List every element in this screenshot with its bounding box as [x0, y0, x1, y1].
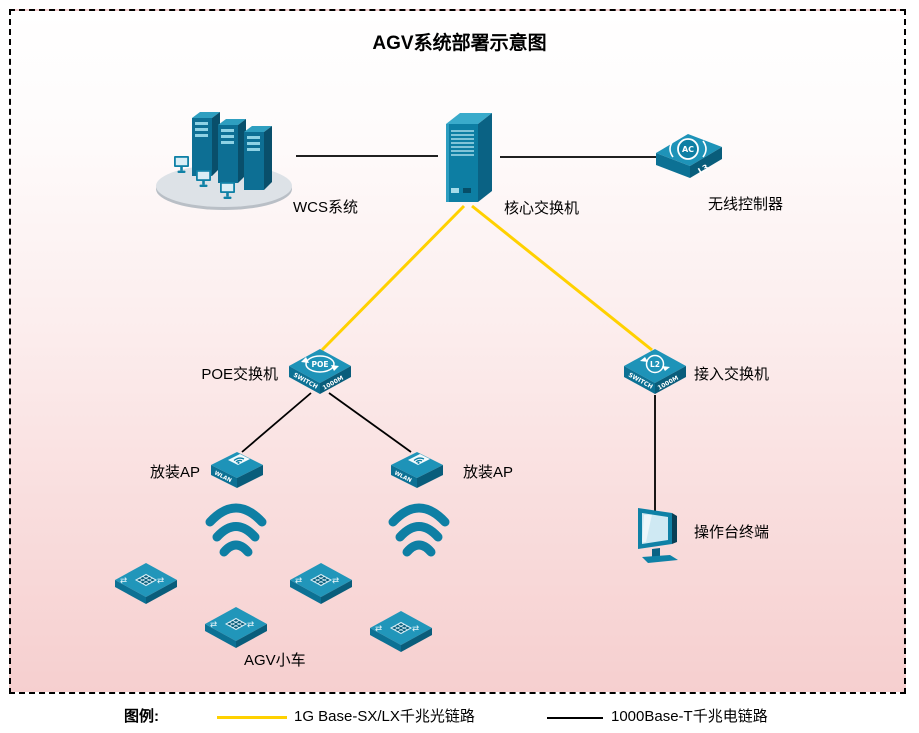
node-ap-2: WLAN: [388, 448, 446, 499]
wifi-signal-2: [385, 500, 453, 565]
transfer-arrows-glyph: ⇄: [157, 576, 164, 586]
poe-switch-label: POE交换机: [201, 366, 278, 383]
core-switch-label: 核心交换机: [504, 200, 580, 217]
ac-badge: AC: [682, 145, 694, 154]
wifi-signal-icon: [388, 503, 450, 557]
ap1-label: 放装AP: [149, 464, 200, 481]
wireless-controller-label: 无线控制器: [708, 196, 784, 213]
agv-cart-icon: ⇄ ⇄: [290, 563, 352, 604]
wcs-label: WCS系统: [293, 199, 358, 216]
access-switch-label: 接入交换机: [694, 366, 770, 383]
terminal-label: 操作台终端: [694, 524, 770, 541]
wifi-signal-icon: [205, 503, 267, 557]
node-wcs: [150, 98, 300, 218]
transfer-arrows-glyph: ⇄: [295, 576, 302, 586]
transfer-arrows-glyph: ⇄: [210, 620, 217, 630]
node-wireless-controller: AC L3: [652, 128, 726, 193]
core-switch-icon: [446, 113, 492, 202]
node-terminal: [628, 504, 686, 569]
agv-cart-icon: ⇄ ⇄: [115, 563, 177, 604]
node-poe-switch: POE SWITCH 1000M: [286, 344, 354, 403]
node-agv-1: ⇄ ⇄: [112, 556, 180, 611]
node-access-switch: L2 SWITCH 1000M: [621, 344, 689, 403]
agv-cart-icon: ⇄ ⇄: [370, 611, 432, 652]
node-agv-3: ⇄ ⇄: [287, 556, 355, 611]
legend-title: 图例:: [124, 708, 159, 725]
transfer-arrows-glyph: ⇄: [412, 624, 419, 634]
transfer-arrows-glyph: ⇄: [120, 576, 127, 586]
legend-copper-line-swatch: [547, 717, 603, 719]
node-agv-4: ⇄ ⇄: [367, 604, 435, 659]
transfer-arrows-glyph: ⇄: [375, 624, 382, 634]
terminal-monitor-icon: [638, 508, 678, 563]
access-point-icon: WLAN: [391, 452, 443, 488]
node-core-switch: [434, 108, 500, 215]
diagram-title: AGV系统部署示意图: [372, 33, 547, 54]
transfer-arrows-glyph: ⇄: [247, 620, 254, 630]
transfer-arrows-glyph: ⇄: [332, 576, 339, 586]
node-ap-1: WLAN: [208, 448, 266, 499]
access-switch-icon: L2 SWITCH 1000M: [624, 349, 686, 394]
legend-copper-label: 1000Base-T千兆电链路: [611, 708, 768, 725]
agv-cart-icon: ⇄ ⇄: [205, 607, 267, 648]
wifi-signal-1: [202, 500, 270, 565]
access-point-icon: WLAN: [211, 452, 263, 488]
node-agv-2: ⇄ ⇄: [202, 600, 270, 655]
agv-label: AGV小车: [244, 652, 306, 669]
legend-fiber-label: 1G Base-SX/LX千兆光链路: [294, 708, 475, 725]
poe-switch-icon: POE SWITCH 1000M: [289, 349, 351, 394]
legend-fiber-line-swatch: [217, 716, 287, 719]
wcs-server-cluster-icon: [156, 112, 292, 210]
access-badge: L2: [650, 360, 660, 369]
ap2-label: 放装AP: [463, 464, 514, 481]
poe-badge: POE: [312, 360, 329, 369]
wireless-controller-icon: AC L3: [656, 134, 722, 178]
